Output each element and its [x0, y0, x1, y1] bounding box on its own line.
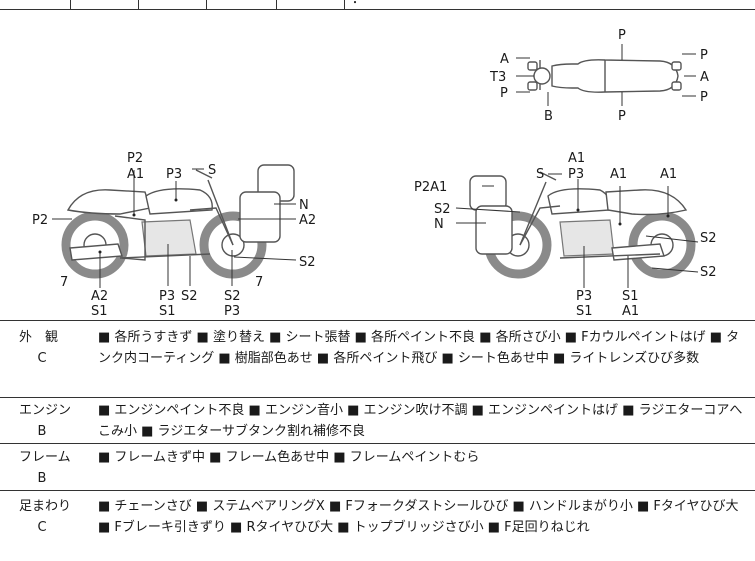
- row-grade: B: [37, 471, 47, 486]
- left-side-motorcycle: [61, 164, 295, 279]
- row-category: エンジン B: [0, 400, 84, 442]
- label-left-p2-top: P2: [127, 151, 143, 166]
- label-left-p3: P3: [166, 167, 182, 182]
- row-items: ■ フレームきず中 ■ フレーム色あせ中 ■ フレームペイントむら: [98, 450, 480, 465]
- row-category-name: エンジン: [19, 403, 72, 418]
- label-left-s2-bottom2: S2: [224, 289, 241, 304]
- row-items: ■ 各所うすきず ■ 塗り替え ■ シート張替 ■ 各所ペイント不良 ■ 各所さ…: [98, 330, 740, 366]
- label-top-a-right: A: [700, 70, 709, 85]
- label-right-a1-far: A1: [660, 167, 677, 182]
- label-right-a1-mid: A1: [610, 167, 627, 182]
- top-view-motorcycle: [527, 59, 682, 93]
- label-right-p3: P3: [568, 167, 584, 182]
- label-left-s2-right: S2: [299, 255, 316, 270]
- row-category: 外 観 C: [0, 327, 84, 369]
- label-top-p-left: P: [500, 86, 508, 101]
- label-right-s: S: [536, 167, 544, 182]
- header-cell: [138, 0, 207, 9]
- row-category-name: フレーム: [19, 450, 71, 465]
- label-top-p-bottom: P: [618, 109, 626, 124]
- header-cell: [0, 0, 71, 9]
- label-left-s2-bottom: S2: [181, 289, 198, 304]
- label-left-p2-side: P2: [32, 213, 48, 228]
- condition-row: 外 観 C ■ 各所うすきず ■ 塗り替え ■ シート張替 ■ 各所ペイント不良…: [0, 321, 755, 398]
- row-items: ■ エンジンペイント不良 ■ エンジン音小 ■ エンジン吹け不調 ■ エンジンペ…: [98, 403, 743, 439]
- label-left-p3-bottom2: P3: [224, 304, 240, 319]
- label-top-t3: T3: [489, 70, 506, 85]
- label-right-s1-bottom: S1: [622, 289, 639, 304]
- label-top-a-left: A: [500, 52, 509, 67]
- row-grade: C: [37, 520, 47, 535]
- condition-row: フレーム B ■ フレームきず中 ■ フレーム色あせ中 ■ フレームペイントむら: [0, 444, 755, 491]
- left-side-markers: [52, 168, 297, 288]
- label-right-s2-r1: S2: [700, 231, 717, 246]
- right-side-motorcycle: [469, 171, 696, 279]
- label-top-p-right-bottom: P: [700, 90, 708, 105]
- condition-row: 足まわり C ■ チェーンさび ■ ステムベアリングX ■ Fフォークダストシー…: [0, 491, 755, 561]
- header-row: ・: [0, 0, 755, 10]
- label-left-s: S: [208, 163, 216, 178]
- row-items: ■ チェーンさび ■ ステムベアリングX ■ Fフォークダストシールひび ■ ハ…: [98, 499, 739, 535]
- row-grade: B: [37, 424, 47, 439]
- row-category: フレーム B: [0, 447, 84, 489]
- row-category: 足まわり C: [0, 496, 84, 538]
- label-left-a1: A1: [127, 167, 144, 182]
- motorcycle-diagram: P A T3 P B P P A P: [32, 28, 717, 319]
- label-right-a1-top: A1: [568, 151, 585, 166]
- label-left-s1-b: S1: [159, 304, 176, 319]
- label-right-n: N: [434, 217, 444, 232]
- right-side-markers: [455, 173, 699, 288]
- label-right-s2-r2: S2: [700, 265, 717, 280]
- label-right-s2-left: S2: [434, 202, 451, 217]
- damage-diagram: P A T3 P B P P A P: [0, 10, 755, 321]
- header-cell: [70, 0, 139, 9]
- header-cell: [276, 0, 345, 9]
- header-fragment: ・: [350, 0, 360, 9]
- label-left-seven-right: 7: [255, 275, 263, 290]
- top-view-markers: [516, 44, 696, 106]
- label-top-p-right-top: P: [700, 48, 708, 63]
- condition-row: エンジン B ■ エンジンペイント不良 ■ エンジン音小 ■ エンジン吹け不調 …: [0, 398, 755, 444]
- label-left-seven-left: 7: [60, 275, 68, 290]
- label-left-p3-bottom: P3: [159, 289, 175, 304]
- header-cell: [206, 0, 277, 9]
- row-grade: C: [37, 351, 47, 366]
- label-left-a2-right: A2: [299, 213, 316, 228]
- label-right-p2a1: P2A1: [414, 180, 447, 195]
- label-right-a1-bottom: A1: [622, 304, 639, 319]
- label-left-a2-bottom: A2: [91, 289, 108, 304]
- label-left-s1: S1: [91, 304, 108, 319]
- label-left-n: N: [299, 198, 309, 213]
- row-category-name: 足まわり: [19, 499, 72, 514]
- row-category-name: 外 観: [19, 330, 59, 345]
- label-right-s1-b2: S1: [576, 304, 593, 319]
- label-right-p3-bottom: P3: [576, 289, 592, 304]
- label-top-p: P: [618, 28, 626, 43]
- label-top-b: B: [544, 109, 553, 124]
